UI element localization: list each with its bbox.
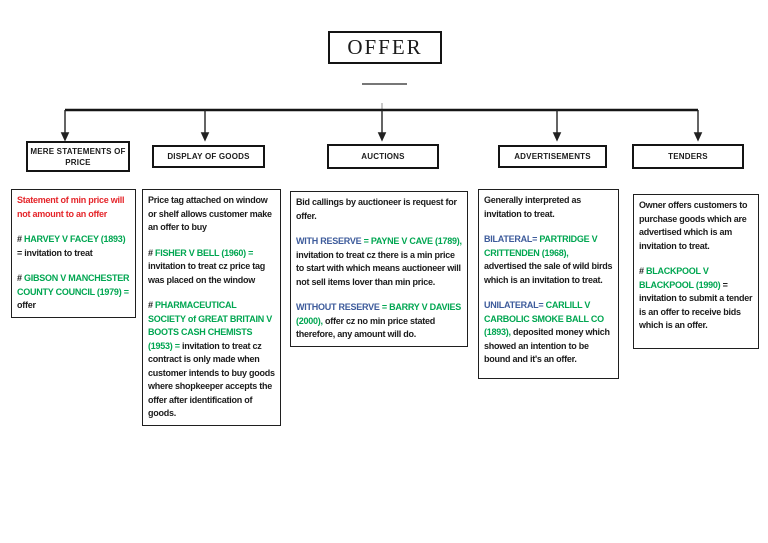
category-box-advertisements: ADVERTISEMENTS (498, 145, 607, 168)
note-box-display-of-goods: Price tag attached on window or shelf al… (142, 189, 281, 426)
category-label: TENDERS (668, 152, 708, 161)
title-box: OFFER (328, 31, 442, 64)
page-title: OFFER (347, 35, 423, 59)
branch-arrows (60, 110, 703, 142)
note-text: Price tag attached on window or shelf al… (148, 195, 275, 418)
note-box-auctions: Bid callings by auctioneer is request fo… (290, 191, 468, 347)
category-label: AUCTIONS (361, 152, 405, 161)
category-box-display-of-goods: DISPLAY OF GOODS (152, 145, 265, 168)
note-box-mere-statements-of-price: Statement of min price will not amount t… (11, 189, 136, 318)
category-label: ADVERTISEMENTS (514, 152, 591, 161)
category-box-tenders: TENDERS (632, 144, 744, 169)
category-label: MERE STATEMENTS OF PRICE (30, 146, 126, 167)
category-box-auctions: AUCTIONS (327, 144, 439, 169)
note-text: Owner offers customers to purchase goods… (639, 200, 753, 330)
category-label: DISPLAY OF GOODS (167, 152, 250, 161)
note-box-advertisements: Generally interpreted as invitation to t… (478, 189, 619, 379)
note-text: Bid callings by auctioneer is request fo… (296, 197, 462, 339)
note-box-tenders: Owner offers customers to purchase goods… (633, 194, 759, 349)
note-text: Statement of min price will not amount t… (17, 195, 130, 310)
note-text: Generally interpreted as invitation to t… (484, 195, 613, 364)
category-box-mere-statements-of-price: MERE STATEMENTS OF PRICE (26, 141, 130, 172)
